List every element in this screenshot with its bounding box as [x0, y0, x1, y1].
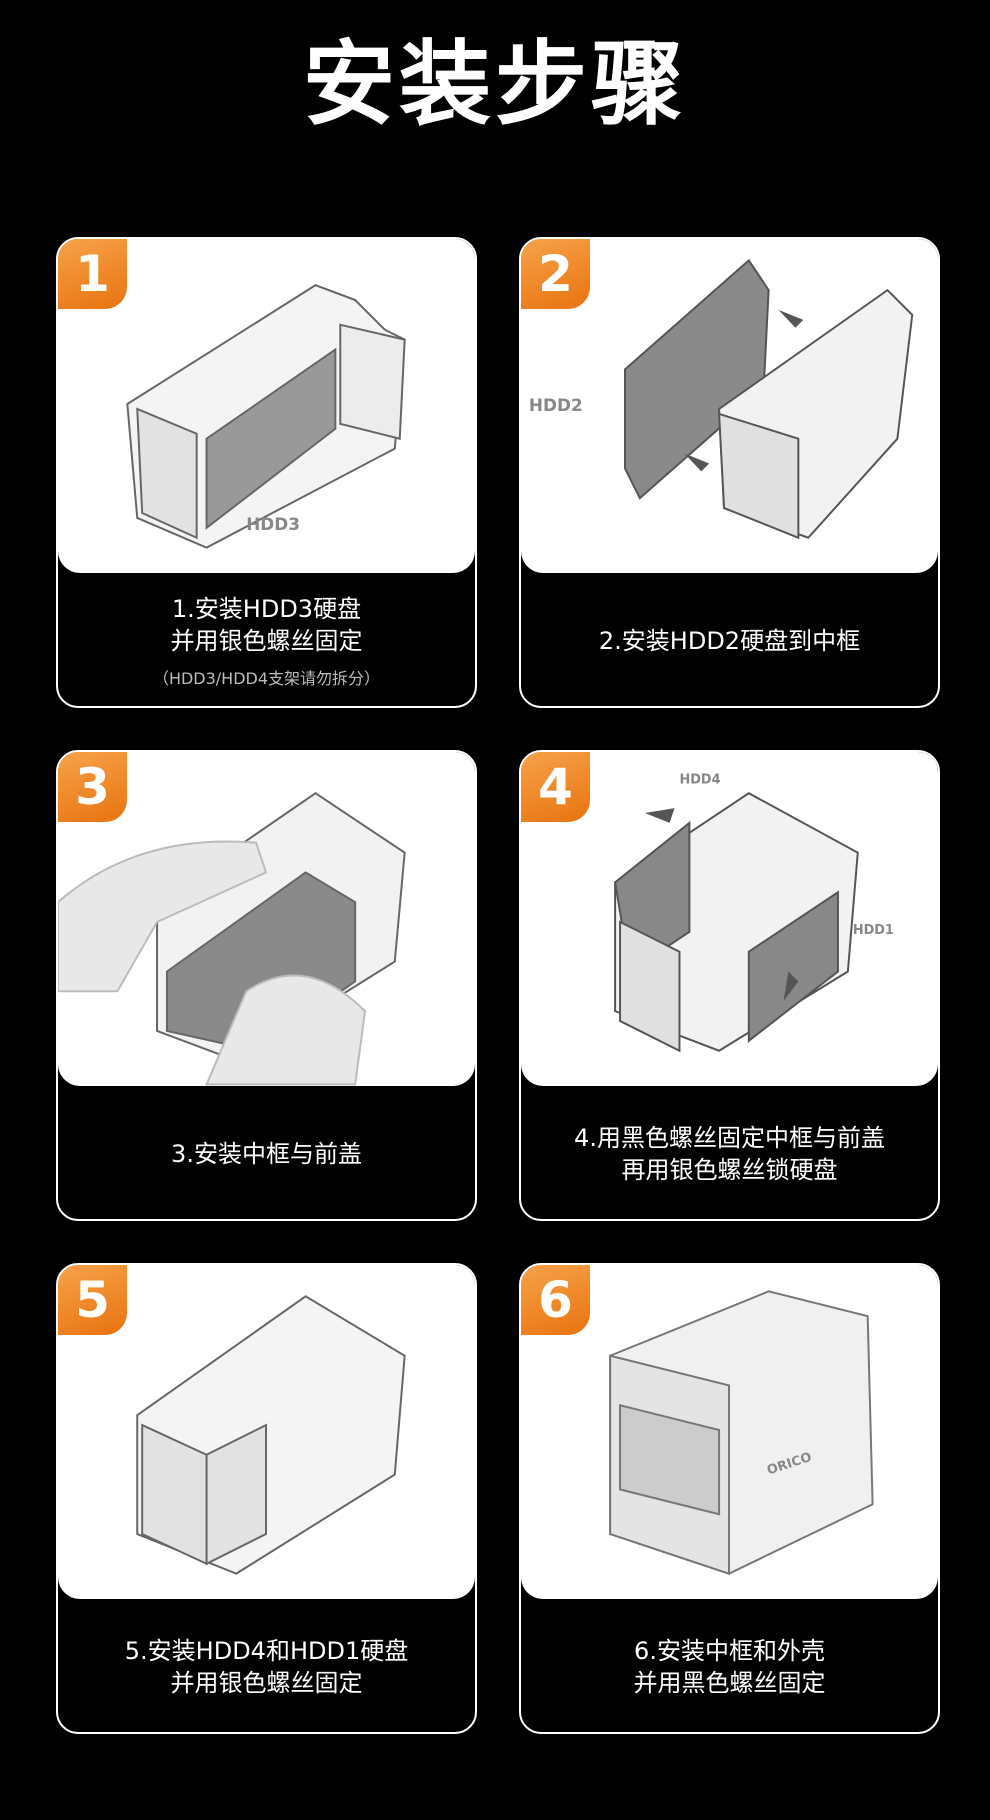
step-card-6: 6 ORICO 6.安装中框和外壳 并用黑色螺丝固定 — [519, 1263, 940, 1734]
step-number-badge: 5 — [58, 1265, 127, 1335]
hdd2-label: HDD2 — [529, 395, 583, 415]
step-illustration: HDD3 — [58, 239, 475, 573]
step-caption-line: 4.用黑色螺丝固定中框与前盖 — [574, 1123, 885, 1152]
step-caption-line: 5.安装HDD4和HDD1硬盘 — [124, 1636, 409, 1665]
step-caption-line: 并用黑色螺丝固定 — [633, 1668, 826, 1697]
step-card-5: 5 5.安装HDD4和HDD1硬盘 并用银色螺丝固定 — [56, 1263, 477, 1734]
step-illustration: HDD2 — [521, 239, 938, 573]
step-card-3: 3 3.安装中框与前盖 — [56, 750, 477, 1221]
step-caption-line: 3.安装中框与前盖 — [171, 1139, 362, 1168]
step-card-1: 1 HDD3 1.安装HDD3硬盘 并用银色螺丝固定 （HDD3/HDD4支架请… — [56, 237, 477, 708]
step-number-badge: 6 — [521, 1265, 590, 1335]
step-number-badge: 3 — [58, 752, 127, 822]
step-illustration: ORICO — [521, 1265, 938, 1599]
step-caption-line: 并用银色螺丝固定 — [170, 1668, 363, 1697]
hdd3-label: HDD3 — [246, 514, 300, 534]
step-caption-line: 1.安装HDD3硬盘 — [171, 594, 362, 623]
step-number-badge: 2 — [521, 239, 590, 309]
step-illustration: HDD4 HDD1 — [521, 752, 938, 1086]
step-illustration — [58, 752, 475, 1086]
hdd4-label: HDD4 — [679, 772, 720, 787]
step-note: （HDD3/HDD4支架请勿拆分） — [152, 668, 381, 688]
step-illustration — [58, 1265, 475, 1599]
step-card-4: 4 HDD4 HDD1 4.用黑色螺丝固定中框与前盖 再用银色螺丝锁硬盘 — [519, 750, 940, 1221]
hdd1-label: HDD1 — [853, 923, 894, 938]
step-card-2: 2 HDD2 2.安装HDD2硬盘到中框 — [519, 237, 940, 708]
step-caption-line: 2.安装HDD2硬盘到中框 — [598, 626, 861, 655]
page-title: 安装步骤 — [302, 31, 687, 138]
step-caption-line: 6.安装中框和外壳 — [634, 1636, 825, 1665]
step-caption-line: 并用银色螺丝固定 — [170, 626, 363, 655]
step-number-badge: 1 — [58, 239, 127, 309]
step-caption-line: 再用银色螺丝锁硬盘 — [621, 1155, 838, 1184]
step-number-badge: 4 — [521, 752, 590, 822]
